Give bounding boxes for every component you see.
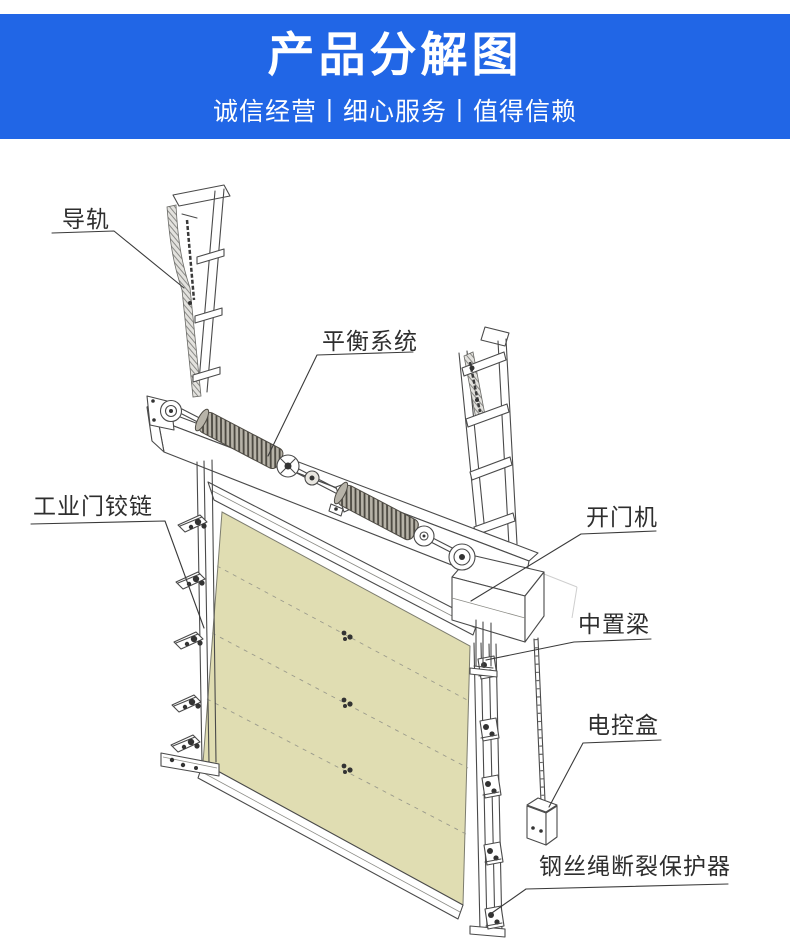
control-cable [533,638,542,803]
label-center-beam: 中置梁 [485,612,652,661]
labels: 导轨 平衡系统 工业门铰链 开门机 中置梁 电控盒 钢丝绳断裂保护器 [30,207,731,916]
control-box-front [526,805,547,846]
right-track [458,326,518,547]
label-text: 平衡系统 [322,329,418,355]
header-banner: 产品分解图 诚信经营丨细心服务丨值得信赖 [0,14,790,139]
left-stile [160,459,220,777]
left-track [166,184,231,398]
leader-line [548,739,662,808]
spring-bumper [185,219,196,301]
label-balance-system: 平衡系统 [267,329,418,457]
leader-line [267,351,414,457]
left-bottom-bracket [160,752,220,777]
leader-line [30,520,205,629]
curved-track-strip [166,204,202,398]
door-opener-assembly [448,543,545,678]
label-wire-rope-break-protector: 钢丝绳断裂保护器 [488,854,731,916]
label-guide-rail: 导轨 [51,207,185,289]
leader-line [485,638,652,661]
roller-bracket [483,841,504,866]
label-text: 工业门铰链 [33,494,153,520]
label-text: 导轨 [62,207,110,233]
label-text: 钢丝绳断裂保护器 [539,854,731,880]
opener-box-side [524,571,545,643]
control-box-side [545,805,558,846]
label-electric-control-box: 电控盒 [548,713,662,808]
door-hinge [177,514,208,533]
balance-system-assembly [146,395,463,559]
door-hinge [175,571,206,590]
label-industrial-door-hinge: 工业门铰链 [30,494,205,629]
label-text: 开门机 [586,505,658,531]
door-hinge [170,734,201,753]
right-stile [469,642,506,938]
page-title: 产品分解图 [267,28,523,83]
label-door-opener: 开门机 [470,505,658,602]
label-text: 电控盒 [587,713,659,739]
leader-line [488,883,729,916]
roller-bracket [481,774,502,799]
leader-line [470,530,657,602]
door-hinge [171,694,202,713]
control-box-assembly [526,637,558,846]
leader-line [51,230,185,289]
door-hinge [173,631,204,650]
wire-rope-protector-device [484,905,505,930]
label-text: 中置梁 [578,612,650,638]
roller-bracket [479,717,500,742]
wall-corner [543,573,578,619]
control-box-top [526,797,558,813]
page-subtitle: 诚信经营丨细心服务丨值得信赖 [212,96,577,126]
